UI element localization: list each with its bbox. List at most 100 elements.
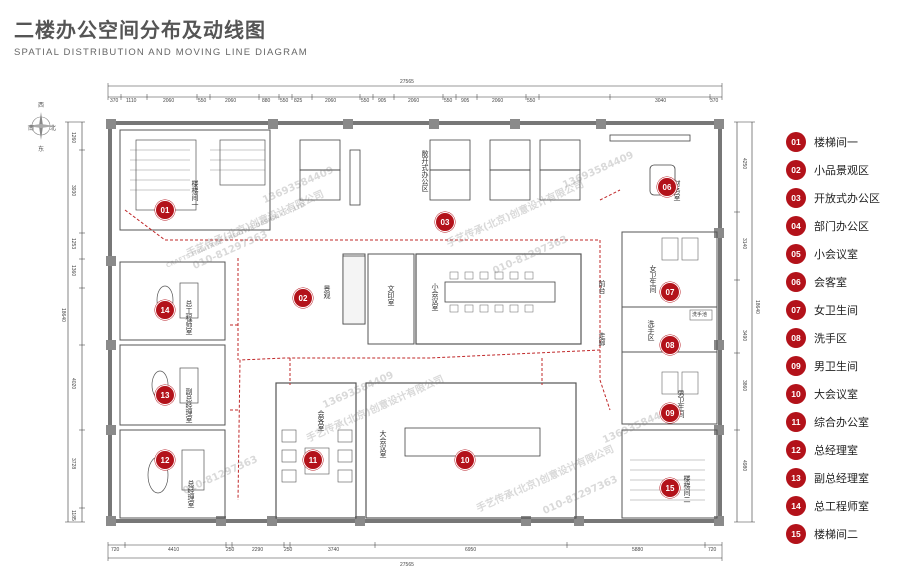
legend-item: 12 总经理室 <box>786 436 880 464</box>
legend-item: 08 洗手区 <box>786 324 880 352</box>
legend-item: 15 楼梯间二 <box>786 520 880 548</box>
legend-label: 会客室 <box>814 276 847 289</box>
dim-right-seg: 3860 <box>741 380 747 392</box>
dim-right-seg: 4980 <box>741 460 747 472</box>
legend-number: 12 <box>786 440 806 460</box>
legend-number: 15 <box>786 524 806 544</box>
label-wash: 洗手区 <box>647 320 655 341</box>
room-marker-09: 09 <box>660 403 680 423</box>
legend-number: 06 <box>786 272 806 292</box>
legend-number: 04 <box>786 216 806 236</box>
label-scenery: 景观 <box>323 285 331 299</box>
dim-right-seg: 3140 <box>741 238 747 250</box>
legend-label: 总经理室 <box>814 444 858 457</box>
dim-top-seg: 3040 <box>655 98 667 104</box>
dim-top-seg: 825 <box>294 98 303 104</box>
dim-top-seg: 1110 <box>126 98 137 104</box>
legend-label: 大会议室 <box>814 388 858 401</box>
compass-south: 南 <box>28 125 35 132</box>
legend-item: 11 综合办公室 <box>786 408 880 436</box>
dim-bottom-seg: 2290 <box>252 547 264 553</box>
legend-label: 女卫生间 <box>814 304 858 317</box>
legend-number: 08 <box>786 328 806 348</box>
label-small-meeting: 小会议室 <box>431 283 439 311</box>
legend-label: 男卫生间 <box>814 360 858 373</box>
legend-number: 02 <box>786 160 806 180</box>
legend-number: 05 <box>786 244 806 264</box>
dim-right-total: 18640 <box>754 300 760 314</box>
compass-east: 东 <box>38 146 45 153</box>
room-marker-11: 11 <box>303 450 323 470</box>
room-marker-01: 01 <box>155 200 175 220</box>
legend-label: 小会议室 <box>814 248 858 261</box>
dim-left-seg: 1360 <box>70 265 76 277</box>
room-marker-15: 15 <box>660 478 680 498</box>
legend-number: 01 <box>786 132 806 152</box>
dim-bottom-seg: 250 <box>284 547 293 553</box>
dim-bottom-seg: 6950 <box>465 547 477 553</box>
legend-item: 09 男卫生间 <box>786 352 880 380</box>
room-marker-06: 06 <box>657 177 677 197</box>
dim-left-seg: 4020 <box>70 378 76 390</box>
legend-label: 综合办公室 <box>814 416 869 429</box>
dim-top-seg: 550 <box>361 98 370 104</box>
compass-icon <box>27 112 55 140</box>
legend-number: 14 <box>786 496 806 516</box>
dim-top-seg: 2060 <box>492 98 504 104</box>
legend-label: 小品景观区 <box>814 164 869 177</box>
dim-bottom-seg: 250 <box>226 547 235 553</box>
dim-bottom-seg: 720 <box>708 547 717 553</box>
dim-top-seg: 550 <box>444 98 453 104</box>
label-big-meeting: 大会议室 <box>379 430 387 458</box>
legend-number: 13 <box>786 468 806 488</box>
legend-label: 开放式办公区 <box>814 192 880 205</box>
label-front-desk: 前台 <box>598 280 606 294</box>
legend-number: 09 <box>786 356 806 376</box>
dim-bottom-seg: 720 <box>111 547 120 553</box>
dim-top-seg: 370 <box>710 98 719 104</box>
legend-item: 10 大会议室 <box>786 380 880 408</box>
dim-bottom-seg: 3740 <box>328 547 340 553</box>
dim-left-seg: 3930 <box>70 185 76 197</box>
label-corridor: 走廊 <box>598 332 606 346</box>
dim-top-seg: 550 <box>527 98 536 104</box>
label-stair2: 楼梯间二 <box>683 475 691 503</box>
dim-bottom-seg: 4410 <box>168 547 180 553</box>
compass-north: 北 <box>50 125 57 132</box>
dim-left-seg: 1185 <box>70 510 76 521</box>
label-finance: 财务室 <box>673 180 681 201</box>
room-marker-13: 13 <box>155 385 175 405</box>
legend-number: 10 <box>786 384 806 404</box>
dim-bottom-seg: 5880 <box>632 547 644 553</box>
room-marker-03: 03 <box>435 212 455 232</box>
label-chief-engineer: 总工程师室 <box>185 300 193 335</box>
dim-left-seg: 3728 <box>70 458 76 470</box>
legend-label: 副总经理室 <box>814 472 869 485</box>
legend-label: 洗手区 <box>814 332 847 345</box>
dim-bottom-total: 27565 <box>400 562 414 568</box>
legend-item: 13 副总经理室 <box>786 464 880 492</box>
dim-top-seg: 2060 <box>325 98 337 104</box>
dim-top-seg: 550 <box>198 98 207 104</box>
label-stair1: 楼梯间一 <box>191 180 199 208</box>
dim-left-seg: 1253 <box>70 238 76 250</box>
legend-number: 11 <box>786 412 806 432</box>
legend-label: 楼梯间二 <box>814 528 858 541</box>
legend-number: 03 <box>786 188 806 208</box>
legend-item: 03 开放式办公区 <box>786 184 880 212</box>
label-men-wc: 男卫生间 <box>677 390 685 418</box>
dim-top-seg: 905 <box>378 98 387 104</box>
dim-top-seg: 2060 <box>408 98 420 104</box>
compass-rose: 西 南 北 东 <box>24 98 64 158</box>
room-marker-08: 08 <box>660 335 680 355</box>
dim-top-seg: 550 <box>280 98 289 104</box>
label-women-wc: 女卫生间 <box>649 265 657 293</box>
dim-left-total: 18640 <box>60 308 66 322</box>
dim-top-seg: 2060 <box>163 98 175 104</box>
